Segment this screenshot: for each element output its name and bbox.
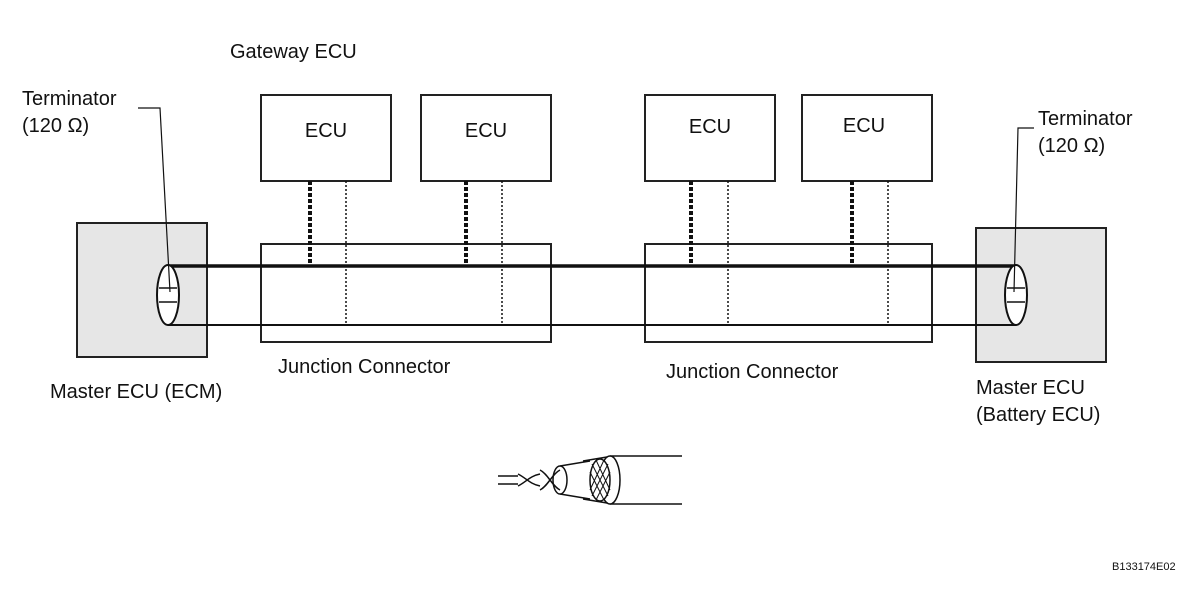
terminator-left-ellipse xyxy=(156,264,180,326)
master-ecu-battery-label: Master ECU xyxy=(976,377,1085,399)
ecu-box-3 xyxy=(644,94,776,182)
gateway-ecu-label: Gateway ECU xyxy=(230,41,357,63)
junction-connector-left-label: Junction Connector xyxy=(278,356,451,378)
terminator-right-value: (120 Ω) xyxy=(1038,135,1105,157)
terminator-right-label: Terminator xyxy=(1038,108,1133,130)
ecu-box-2 xyxy=(420,94,552,182)
master-ecu-battery-box xyxy=(975,227,1107,363)
ecu-label-1: ECU xyxy=(305,120,347,142)
master-ecu-ecm-label: Master ECU (ECM) xyxy=(50,381,222,403)
master-ecu-battery-sublabel: (Battery ECU) xyxy=(976,404,1100,426)
ecu-box-1 xyxy=(260,94,392,182)
master-ecu-ecm-box xyxy=(76,222,208,358)
ecu-stub-lines xyxy=(308,181,889,325)
terminator-left-label: Terminator xyxy=(22,88,117,110)
terminator-right-leader xyxy=(1013,127,1034,293)
ecu-label-3: ECU xyxy=(689,116,731,138)
terminator-left-leader xyxy=(138,107,171,293)
can-bus-lines xyxy=(168,264,1016,326)
ecu-label-4: ECU xyxy=(843,115,885,137)
ecu-label-2: ECU xyxy=(465,120,507,142)
terminator-left-value: (120 Ω) xyxy=(22,115,89,137)
twisted-pair-cable-icon xyxy=(498,455,682,505)
junction-connector-left xyxy=(260,243,552,343)
junction-connector-right-label: Junction Connector xyxy=(666,361,839,383)
ecu-box-4 xyxy=(801,94,933,182)
terminator-right-ellipse xyxy=(1004,264,1028,326)
figure-code: B133174E02 xyxy=(1112,561,1176,573)
junction-connector-right xyxy=(644,243,933,343)
